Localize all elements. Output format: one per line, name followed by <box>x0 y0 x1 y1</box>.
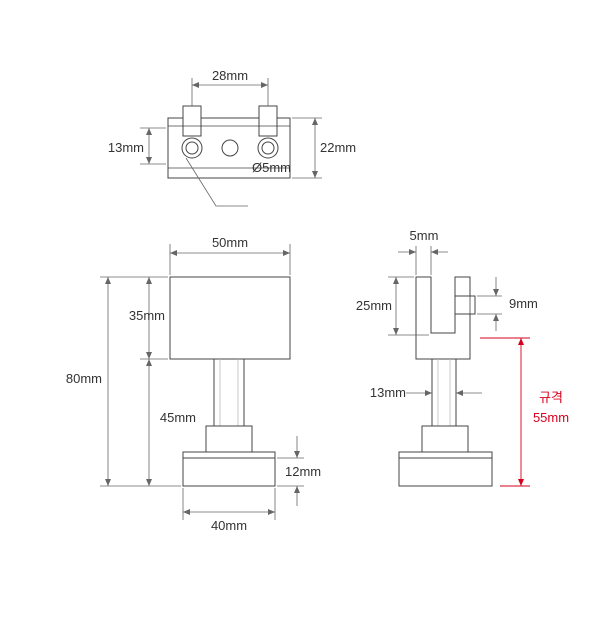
hole-diameter-label: Ø5mm <box>252 160 291 175</box>
front-base-lip <box>182 451 276 459</box>
dim-label-80: 80mm <box>66 371 102 386</box>
dim-label-13-top: 13mm <box>108 140 144 155</box>
side-base-lip <box>398 451 493 459</box>
front-stem <box>213 358 245 427</box>
side-stem <box>431 358 457 427</box>
dim-label-22: 22mm <box>320 140 356 155</box>
side-nut <box>421 425 469 453</box>
center-hole <box>221 139 239 157</box>
dim-label-50: 50mm <box>212 235 248 250</box>
front-nut <box>205 425 253 453</box>
spec-label: 규격 <box>539 390 563 405</box>
top-right-tab <box>258 105 278 137</box>
dim-label-13-side: 13mm <box>370 385 406 400</box>
dim-label-12: 12mm <box>285 464 321 479</box>
side-base <box>398 457 493 487</box>
side-screw-head <box>454 295 476 315</box>
front-base <box>182 457 276 487</box>
side-clevis <box>415 276 471 360</box>
dim-label-25: 25mm <box>356 298 392 313</box>
left-hole-inner <box>185 141 199 155</box>
front-view: 50mm 80mm 35mm 45mm 12mm 40mm <box>66 235 321 533</box>
dim-label-35: 35mm <box>129 308 165 323</box>
dim-label-40: 40mm <box>211 518 247 533</box>
front-block <box>169 276 291 360</box>
dim-label-9: 9mm <box>509 296 538 311</box>
dim-label-5: 5mm <box>410 228 439 243</box>
top-left-tab <box>182 105 202 137</box>
top-view: 28mm 13mm 22mm Ø5mm <box>108 68 356 207</box>
right-hole-inner <box>261 141 275 155</box>
spec-value: 55mm <box>533 410 569 425</box>
side-view: 5mm 25mm 9mm 13mm 규격 55mm <box>356 228 569 487</box>
dim-label-45: 45mm <box>160 410 196 425</box>
dim-label-28: 28mm <box>212 68 248 83</box>
hole-leader-line <box>185 157 248 207</box>
